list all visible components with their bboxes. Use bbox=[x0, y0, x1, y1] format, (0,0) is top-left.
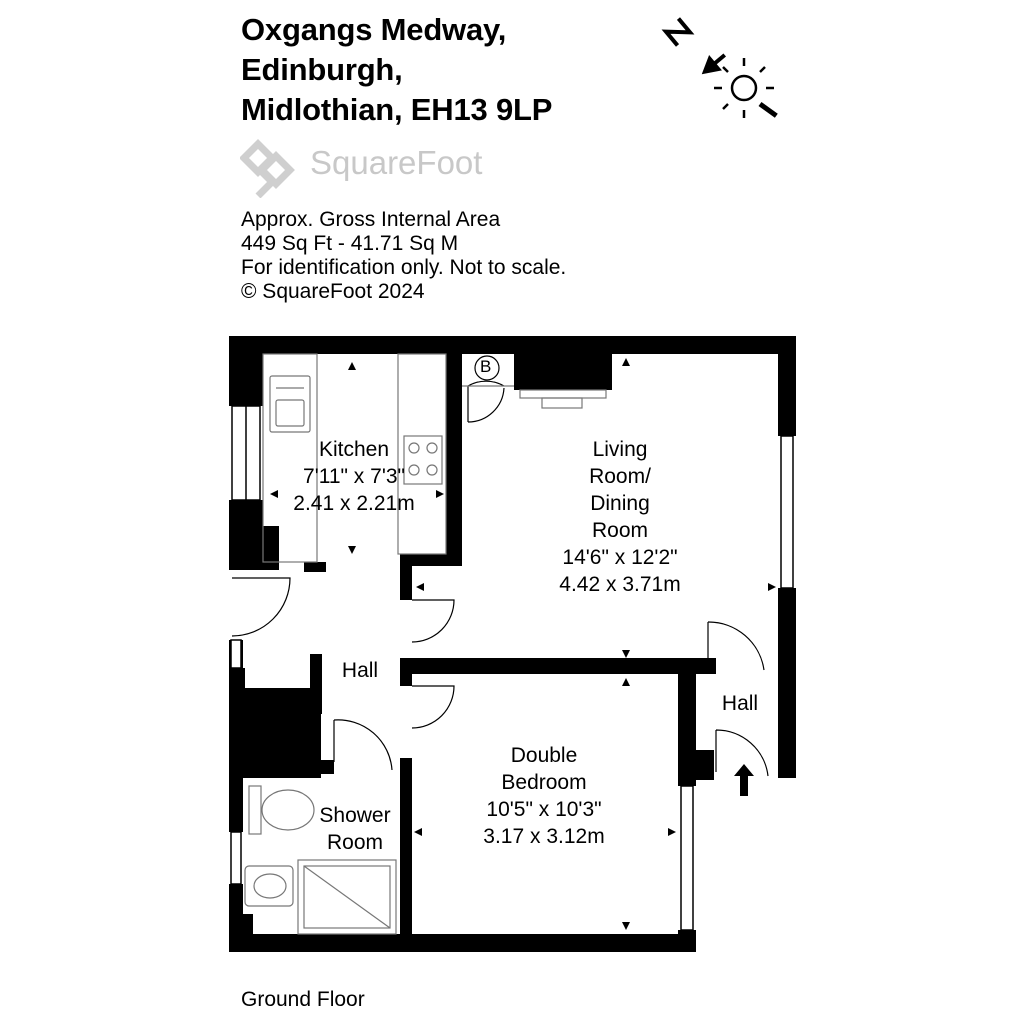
window-living bbox=[780, 435, 794, 589]
address-line-2: Edinburgh, bbox=[241, 52, 403, 87]
boiler-icon bbox=[474, 355, 500, 381]
kitchen-imperial: 7'11" x 7'3" bbox=[303, 465, 405, 488]
doors bbox=[231, 380, 769, 777]
area-info: Approx. Gross Internal Area 449 Sq Ft - … bbox=[241, 208, 566, 304]
bedroom-name-2: Bedroom bbox=[501, 771, 587, 794]
room-bedroom: Double Bedroom 10'5" x 10'3" 3.17 x 3.12… bbox=[483, 742, 604, 850]
window-shower bbox=[230, 831, 242, 885]
room-hall-entrance: Hall bbox=[722, 690, 758, 717]
cupboard-block bbox=[245, 688, 321, 778]
kitchen-metric: 2.41 x 2.21m bbox=[293, 492, 415, 515]
living-name-3: Dining bbox=[590, 492, 650, 515]
squarefoot-logo-icon bbox=[239, 139, 295, 199]
living-name-2: Room/ bbox=[589, 465, 651, 488]
compass-sun-icon bbox=[661, 17, 778, 118]
compass bbox=[656, 10, 786, 120]
wall-top bbox=[229, 336, 796, 354]
entrance-arrow-icon bbox=[734, 764, 754, 796]
brand-logo: SquareFoot bbox=[239, 138, 500, 199]
kitchen-name: Kitchen bbox=[318, 438, 390, 461]
wall-kitchen-living bbox=[446, 336, 462, 554]
bedroom-metric: 3.17 x 3.12m bbox=[483, 825, 605, 848]
disclaimer: For identification only. Not to scale. bbox=[241, 256, 567, 279]
living-metric: 4.42 x 3.71m bbox=[559, 573, 681, 596]
fixtures bbox=[244, 353, 607, 935]
address-line-1: Oxgangs Medway, bbox=[241, 12, 507, 47]
wall-right-lower bbox=[778, 588, 796, 778]
brand-name: SquareFoot bbox=[310, 144, 483, 181]
shower-name-2: Room bbox=[326, 831, 384, 854]
boiler-label: B bbox=[480, 357, 492, 376]
shower-name-1: Shower bbox=[319, 804, 391, 827]
wall-right-upper bbox=[778, 336, 796, 436]
chimney-breast bbox=[514, 354, 612, 390]
property-address: Oxgangs Medway, Edinburgh, Midlothian, E… bbox=[241, 10, 552, 130]
bedroom-imperial: 10'5" x 10'3" bbox=[486, 798, 602, 821]
wall-shower-bedroom bbox=[400, 758, 412, 936]
living-imperial: 14'6" x 12'2" bbox=[562, 546, 678, 569]
hall-entrance-name: Hall bbox=[721, 692, 759, 715]
room-shower: Shower Room bbox=[319, 802, 390, 856]
room-hall-inner: Hall bbox=[342, 657, 378, 684]
hall-inner-name: Hall bbox=[341, 659, 379, 682]
window-bedroom bbox=[680, 785, 694, 931]
copyright: © SquareFoot 2024 bbox=[241, 280, 425, 303]
living-name-1: Living bbox=[592, 438, 648, 461]
area-size: 449 Sq Ft - 41.71 Sq M bbox=[241, 232, 459, 255]
address-line-3: Midlothian, EH13 9LP bbox=[241, 92, 553, 127]
wall-living-bedroom bbox=[400, 658, 716, 674]
dimension-arrows bbox=[270, 358, 776, 930]
living-name-4: Room bbox=[591, 519, 649, 542]
floor-name: Ground Floor bbox=[241, 988, 365, 1011]
room-living: Living Room/ Dining Room 14'6" x 12'2" 4… bbox=[559, 436, 680, 598]
area-title: Approx. Gross Internal Area bbox=[241, 208, 501, 231]
windows bbox=[230, 405, 794, 931]
wall-bottom bbox=[229, 934, 696, 952]
wall-left-upper bbox=[229, 336, 263, 406]
bedroom-name-1: Double bbox=[510, 744, 578, 767]
walls bbox=[229, 336, 796, 952]
room-kitchen: Kitchen 7'11" x 7'3" 2.41 x 2.21m bbox=[293, 436, 414, 517]
